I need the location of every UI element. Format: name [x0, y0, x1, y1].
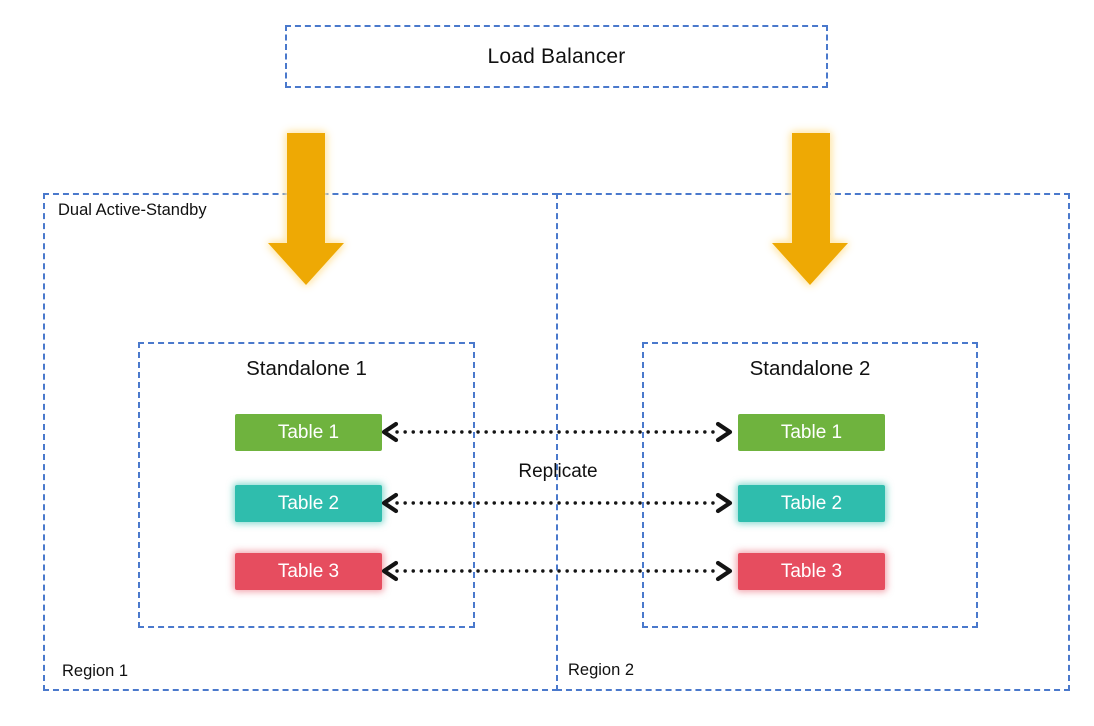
region-1-label: Region 1 — [62, 662, 129, 680]
standalone-2-box: Standalone 2 Table 1 Table 2 Table 3 — [642, 342, 978, 628]
table-3-chip-standalone-1: Table 3 — [235, 553, 382, 590]
load-balancer-label: Load Balancer — [487, 44, 626, 68]
table-2-chip-standalone-2: Table 2 — [738, 485, 885, 522]
standalone-1-box: Standalone 1 Table 1 Table 2 Table 3 — [138, 342, 475, 628]
table-1-chip-standalone-2: Table 1 — [738, 414, 885, 451]
replicate-label: Replicate — [518, 461, 598, 482]
deployment-mode-label: Dual Active-Standby — [58, 201, 207, 219]
load-balancer-box: Load Balancer — [285, 25, 828, 88]
table-3-chip-standalone-2: Table 3 — [738, 553, 885, 590]
standalone-2-title: Standalone 2 — [749, 357, 871, 380]
region-2-label: Region 2 — [568, 661, 635, 679]
table-1-chip-standalone-1: Table 1 — [235, 414, 382, 451]
standalone-1-title: Standalone 1 — [246, 357, 367, 380]
table-2-chip-standalone-1: Table 2 — [235, 485, 382, 522]
